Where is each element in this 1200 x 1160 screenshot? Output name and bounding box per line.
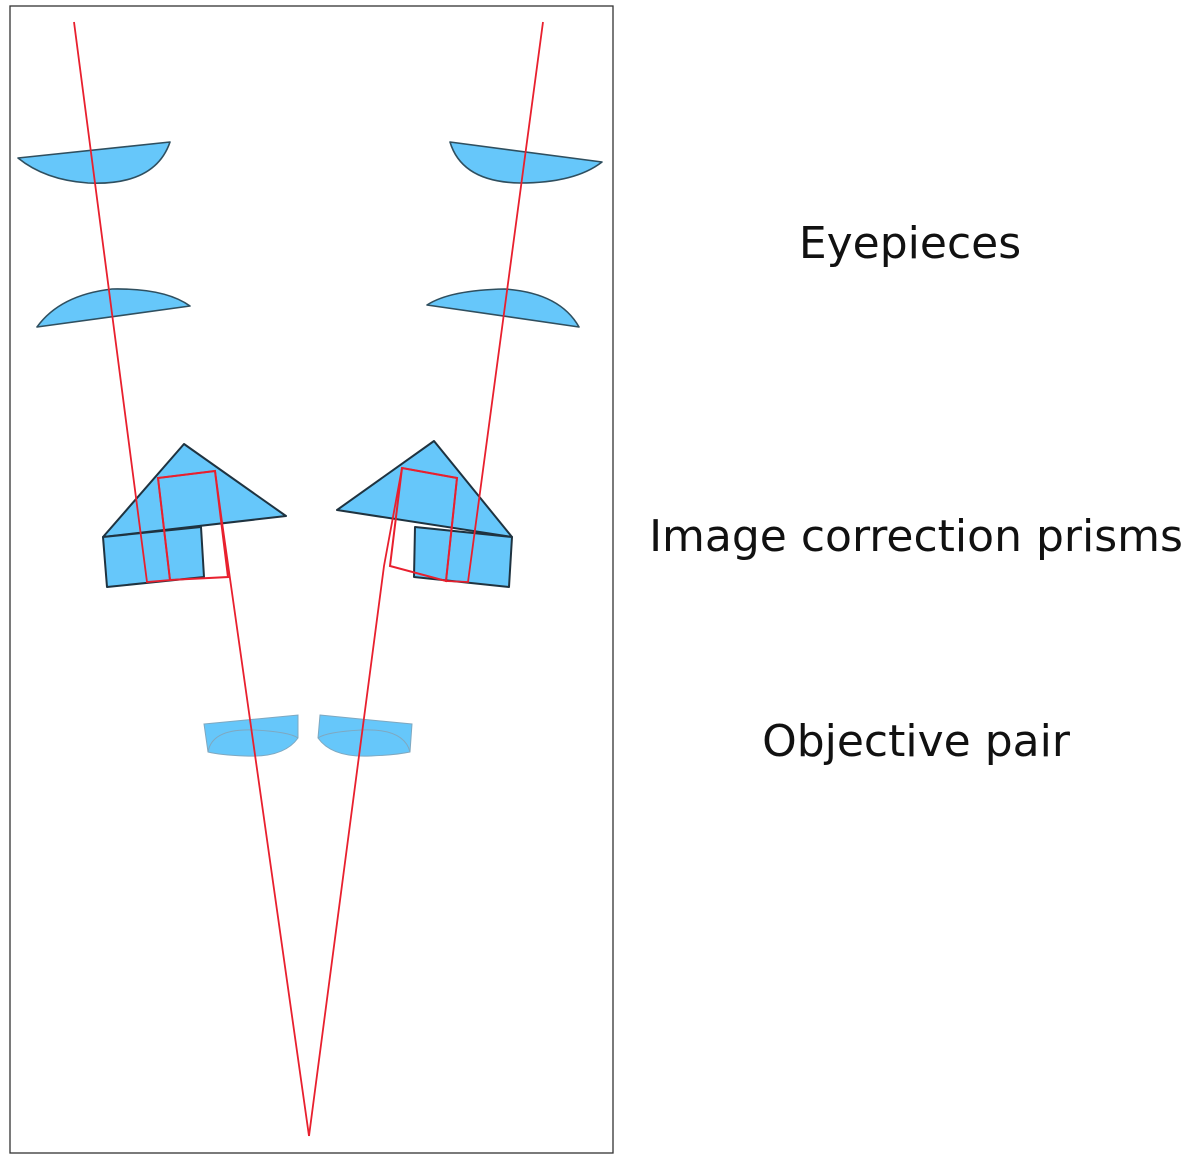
- eyepiece-left-lower-lens: [36, 288, 191, 328]
- objective-group: [203, 714, 413, 757]
- prisms-group: [102, 440, 513, 588]
- eyepiece-left-upper-lens: [17, 141, 171, 184]
- prism-right-block: [413, 526, 513, 588]
- prism-right-roof: [336, 440, 513, 538]
- objective-left-inner-ellipse: [207, 729, 299, 753]
- objective-right-lens: [317, 714, 413, 757]
- prism-left-roof: [102, 443, 287, 538]
- prism-left-block: [102, 526, 205, 588]
- label-prisms: Image correction prisms: [649, 511, 1183, 562]
- ray-paths-group: [73, 21, 544, 1137]
- objective-left-lens: [203, 714, 299, 757]
- eyepieces-group: [17, 141, 603, 328]
- label-objective: Objective pair: [762, 716, 1071, 767]
- eyepiece-right-upper-lens: [449, 141, 603, 184]
- prism-right-ray-box: [388, 466, 459, 583]
- objective-right-inner-ellipse: [317, 729, 411, 753]
- prism-left-ray-box: [156, 469, 230, 582]
- label-eyepieces: Eyepieces: [799, 218, 1021, 269]
- eyepiece-right-lower-lens: [426, 288, 580, 328]
